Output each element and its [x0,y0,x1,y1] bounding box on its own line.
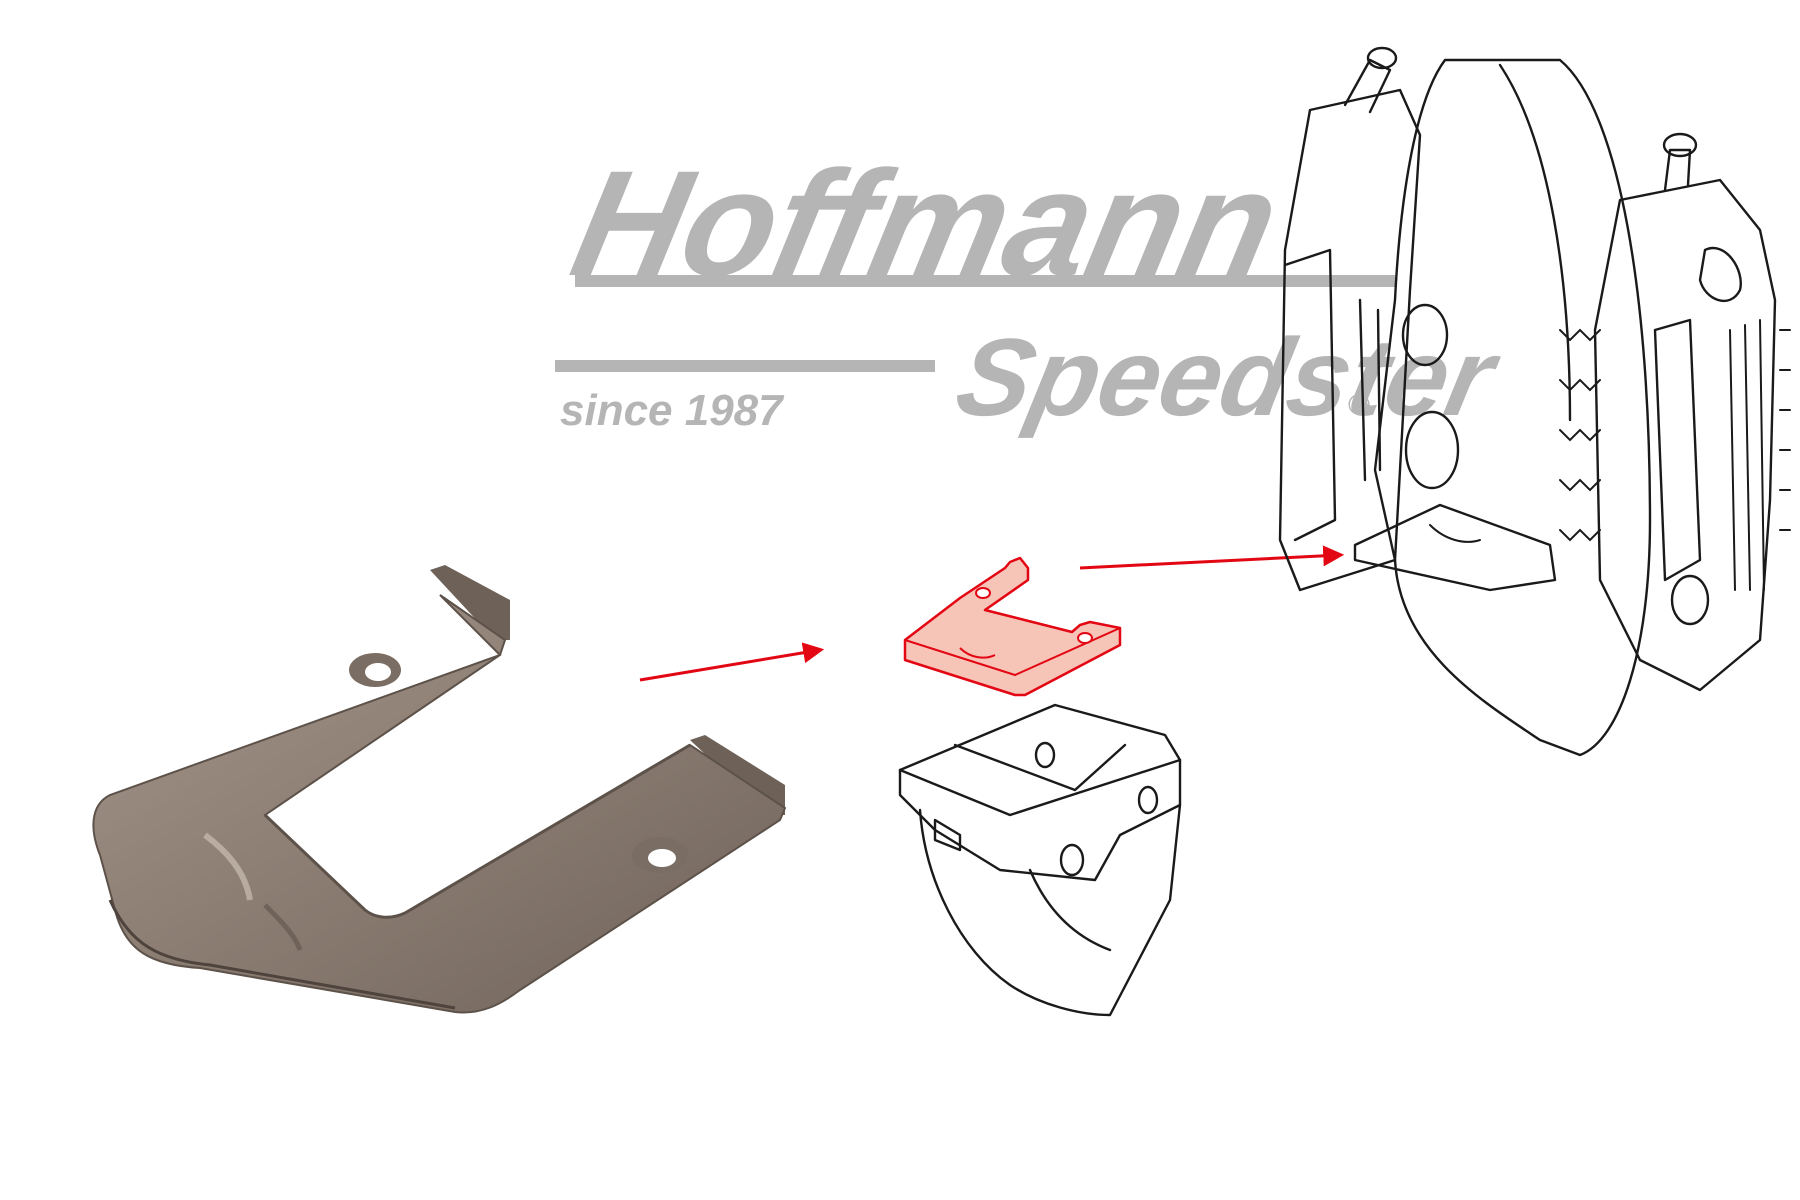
pad-backing-plate [898,703,1182,882]
brand-logo: Hoffmann Speedster ® since 1987 [555,141,1510,439]
caliper-right-piston [1670,574,1710,626]
logo-underline-top [575,275,1395,287]
arrow-photo-to-part [639,642,825,682]
caliper-zigzag-detail [1559,328,1601,542]
logo-registered-mark: ® [1348,389,1370,422]
plate-dent-highlight [203,832,253,901]
retaining-plate-icon-hole-left [975,587,991,599]
plate-body [92,594,787,1014]
plate-hole-right [648,849,676,867]
retaining-plate-icon-hole-right [1077,632,1093,644]
pad-hole-right [1137,785,1159,815]
bleed-screw-left-cap [1366,46,1398,70]
brake-disc-edge [1498,63,1572,422]
caliper-right-boss [1698,246,1742,302]
logo-tagline: since 1987 [560,386,785,435]
caliper-plate-location [1353,503,1557,592]
arrow-part-to-caliper [1079,545,1345,570]
pad-top-edge [898,758,1182,817]
plate-dent-shadow [263,903,303,951]
plate-cutout-edge [263,743,691,919]
caliper-left-pad-slot [1283,248,1337,542]
bleed-screw-right [1663,148,1692,192]
bleed-screw-left [1343,58,1392,114]
caliper-right-housing [1593,178,1777,692]
pad-friction-block [918,803,1182,1017]
pad-hole-top [1034,741,1056,769]
brake-pad-drawing [898,703,1182,1017]
caliper-right-cooling-fins [1729,319,1765,591]
brake-disc-outline [1373,58,1652,757]
retaining-plate-icon-notch [959,647,996,659]
logo-underline-bottom [555,360,935,372]
caliper-right-pad-slot [1653,318,1702,582]
pad-inner-rail [953,743,1127,792]
caliper-left-piston-bottom [1404,410,1460,490]
brake-caliper-drawing [1278,46,1791,757]
plate-hole-left [365,663,391,681]
brake-pad-retaining-plate-photo [92,565,787,1014]
retaining-plate-icon [903,556,1122,697]
logo-brand-secondary: Speedster [947,315,1511,439]
caliper-left-housing [1278,88,1422,592]
pad-hole-left [1059,843,1085,877]
caliper-left-fins [1358,298,1382,482]
plate-tab-left [430,565,510,640]
caliper-left-piston-top [1401,303,1449,367]
pad-notch [933,818,962,852]
caliper-plate-notch [1429,524,1481,543]
bleed-screw-right-cap [1662,132,1698,158]
plate-bottom-edge [108,899,456,1010]
pad-friction-curve [1028,868,1112,952]
caliper-right-fin-ticks [1779,329,1791,531]
